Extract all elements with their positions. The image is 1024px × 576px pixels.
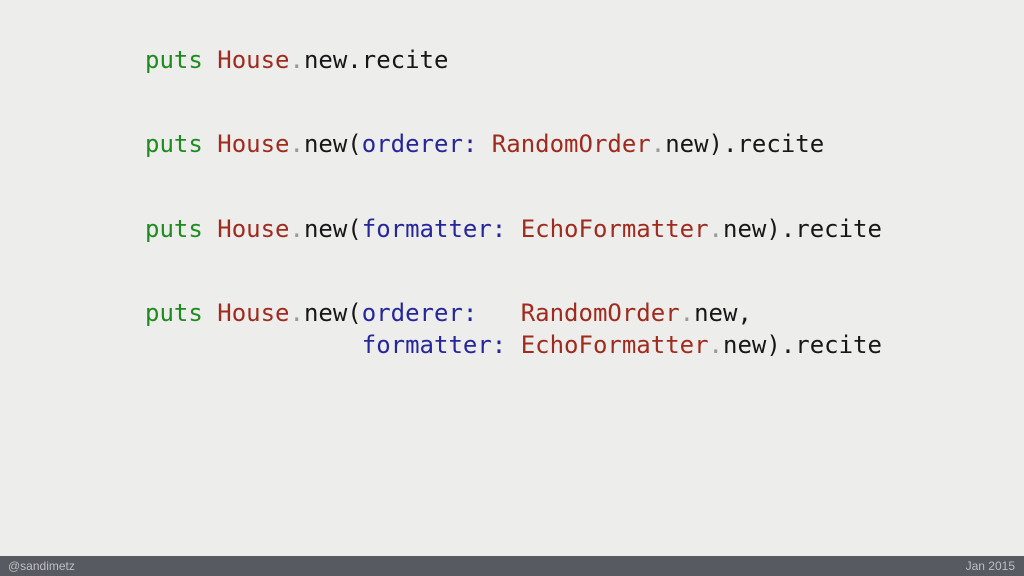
code-token: RandomOrder (491, 130, 651, 158)
code-token: . (708, 331, 723, 359)
code-token (145, 331, 362, 359)
code-token: House (217, 299, 290, 327)
footer-bar: @sandimetz Jan 2015 (0, 556, 1024, 576)
code-block-2: puts House.new(orderer: RandomOrder.new)… (145, 128, 824, 160)
code-token: House (217, 215, 290, 243)
code-block-3: puts House.new(formatter: EchoFormatter.… (145, 213, 882, 245)
code-token: new( (303, 130, 362, 158)
code-token (203, 299, 217, 327)
code-token: . (289, 215, 304, 243)
code-token: new, (694, 299, 752, 327)
code-token: new).recite (665, 130, 825, 158)
code-token: new( (303, 215, 362, 243)
code-token: . (289, 299, 304, 327)
code-token (203, 46, 217, 74)
footer-handle: @sandimetz (8, 559, 75, 573)
code-token: EchoFormatter (520, 331, 709, 359)
code-token (477, 299, 520, 327)
code-token: . (289, 46, 304, 74)
code-token (477, 130, 491, 158)
code-token: new.recite (303, 46, 449, 74)
code-token: orderer: (361, 299, 478, 327)
code-token: EchoFormatter (520, 215, 709, 243)
code-token: formatter: (361, 215, 507, 243)
code-token: puts (145, 215, 203, 243)
code-token (506, 215, 520, 243)
code-token: House (217, 46, 290, 74)
code-token: . (289, 130, 304, 158)
code-token: RandomOrder (520, 299, 680, 327)
code-token: puts (145, 130, 203, 158)
code-block-4: puts House.new(orderer: RandomOrder.new,… (145, 297, 882, 361)
code-token (203, 130, 217, 158)
footer-date: Jan 2015 (965, 559, 1015, 573)
code-token: . (679, 299, 695, 327)
code-token: orderer: (361, 130, 478, 158)
code-token: . (650, 130, 666, 158)
code-token: new( (303, 299, 362, 327)
code-token: House (217, 130, 290, 158)
code-token: . (708, 215, 723, 243)
code-token: formatter: (361, 331, 507, 359)
code-token: puts (145, 46, 203, 74)
code-token: puts (145, 299, 203, 327)
code-block-1: puts House.new.recite (145, 44, 448, 76)
code-token: new).recite (723, 331, 882, 359)
code-token: new).recite (723, 215, 882, 243)
code-token (506, 331, 520, 359)
code-token (203, 215, 217, 243)
